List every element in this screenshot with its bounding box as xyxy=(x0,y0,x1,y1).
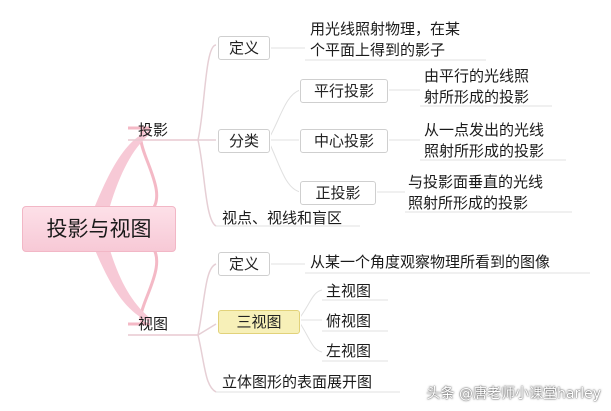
parallel-projection-desc-2: 射所形成的投影 xyxy=(424,88,530,106)
parallel-projection-desc-1: 由平行的光线照 xyxy=(424,67,530,85)
root-topic: 投影与视图 xyxy=(22,206,176,252)
root-branch-to-view xyxy=(128,242,159,326)
central-projection-desc-2: 照射所形成的投影 xyxy=(424,142,545,160)
view-definition-text: 从某一个角度观察物理所看到的图像 xyxy=(310,253,551,271)
top-view-node: 俯视图 xyxy=(326,312,372,330)
root-wedge xyxy=(95,130,150,206)
orthographic-projection-desc-2: 照射所形成的投影 xyxy=(408,194,529,212)
central-projection-node: 中心投影 xyxy=(300,129,388,153)
projection-definition-node: 定义 xyxy=(218,36,270,60)
left-view-node: 左视图 xyxy=(326,342,372,360)
front-view-node: 主视图 xyxy=(326,282,372,300)
watermark: 头条 @唐老师小课堂harley xyxy=(426,386,601,402)
surface-unfold-node: 立体图形的表面展开图 xyxy=(222,373,373,391)
projection-classification-node: 分类 xyxy=(218,129,270,153)
orthographic-projection-node: 正投影 xyxy=(300,181,376,205)
root-branch-to-projection xyxy=(128,126,159,214)
orthographic-projection-desc-1: 与投影面垂直的光线 xyxy=(408,173,544,191)
view-topic: 视图 xyxy=(138,315,169,333)
view-definition-node: 定义 xyxy=(218,252,270,276)
viewpoint-node: 视点、视线和盲区 xyxy=(222,209,343,227)
projection-definition-text-1: 用光线照射物理，在某 xyxy=(310,20,461,38)
projection-topic: 投影 xyxy=(138,121,169,139)
parallel-projection-node: 平行投影 xyxy=(300,79,388,103)
projection-definition-text-2: 个平面上得到的影子 xyxy=(310,41,446,59)
central-projection-desc-1: 从一点发出的光线 xyxy=(424,121,545,139)
root-wedge-lower xyxy=(95,250,150,322)
three-views-node: 三视图 xyxy=(218,310,300,334)
